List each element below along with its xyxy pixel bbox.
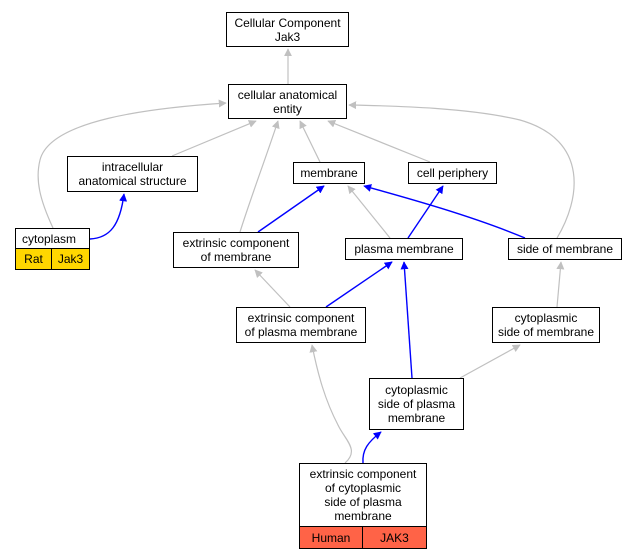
edge-cytoplasm-to-cae [37,99,227,229]
edge-side-of-membrane-to-cae [348,101,575,239]
target-annotation-row: Human JAK3 [299,526,427,549]
edge-target-to-ecpm [309,344,352,464]
node-cellular-component-jak3[interactable]: Cellular Component Jak3 [226,12,349,47]
node-membrane[interactable]: membrane [293,162,365,184]
node-plasma-membrane[interactable]: plasma membrane [345,238,463,260]
edge-cspm-to-csm [459,344,521,379]
cytoplasm-annotation-row: Rat Jak3 [15,248,90,270]
gene-tag-jak3: Jak3 [52,248,90,270]
edge-ecm-to-cae [239,120,280,233]
edge-cell-periphery-to-cae [327,119,431,163]
node-cell-periphery[interactable]: cell periphery [408,162,497,184]
node-side-of-membrane[interactable]: side of membrane [508,238,622,260]
gene-tag-JAK3: JAK3 [363,526,427,549]
node-cellular-anatomical-entity[interactable]: cellular anatomical entity [228,84,347,119]
node-extrinsic-component-of-plasma-membrane[interactable]: extrinsic component of plasma membrane [236,307,366,343]
edge-ecm-to-membrane [257,185,325,233]
species-tag-human: Human [299,526,363,549]
edge-ias-to-cae [171,120,257,157]
node-cytoplasmic-side-of-membrane[interactable]: cytoplasmic side of membrane [492,307,600,343]
edge-plasma-membrane-to-membrane [347,185,391,239]
node-intracellular-anatomical-structure[interactable]: intracellular anatomical structure [67,156,198,192]
edge-cytoplasm-to-ias [89,193,128,240]
edge-target-to-cspm [362,431,382,464]
edge-ecpm-to-ecm [254,269,291,308]
edge-cspm-to-plasma-membrane [400,261,413,379]
node-cytoplasmic-side-of-plasma-membrane[interactable]: cytoplasmic side of plasma membrane [369,378,464,430]
edge-ecpm-to-plasma-membrane [325,261,393,308]
node-extrinsic-component-of-cytoplasmic-side-of-plasma-membrane[interactable]: extrinsic component of cytoplasmic side … [299,463,427,527]
edge-plasma-membrane-to-cell-periphery [407,185,444,239]
edge-membrane-to-cae [299,120,321,163]
edge-side-of-membrane-to-membrane [363,184,526,239]
node-extrinsic-component-of-membrane[interactable]: extrinsic component of membrane [173,232,299,268]
species-tag-rat: Rat [15,248,52,270]
edge-csm-to-side-of-membrane [556,261,565,308]
node-cytoplasm[interactable]: cytoplasm [15,228,90,249]
